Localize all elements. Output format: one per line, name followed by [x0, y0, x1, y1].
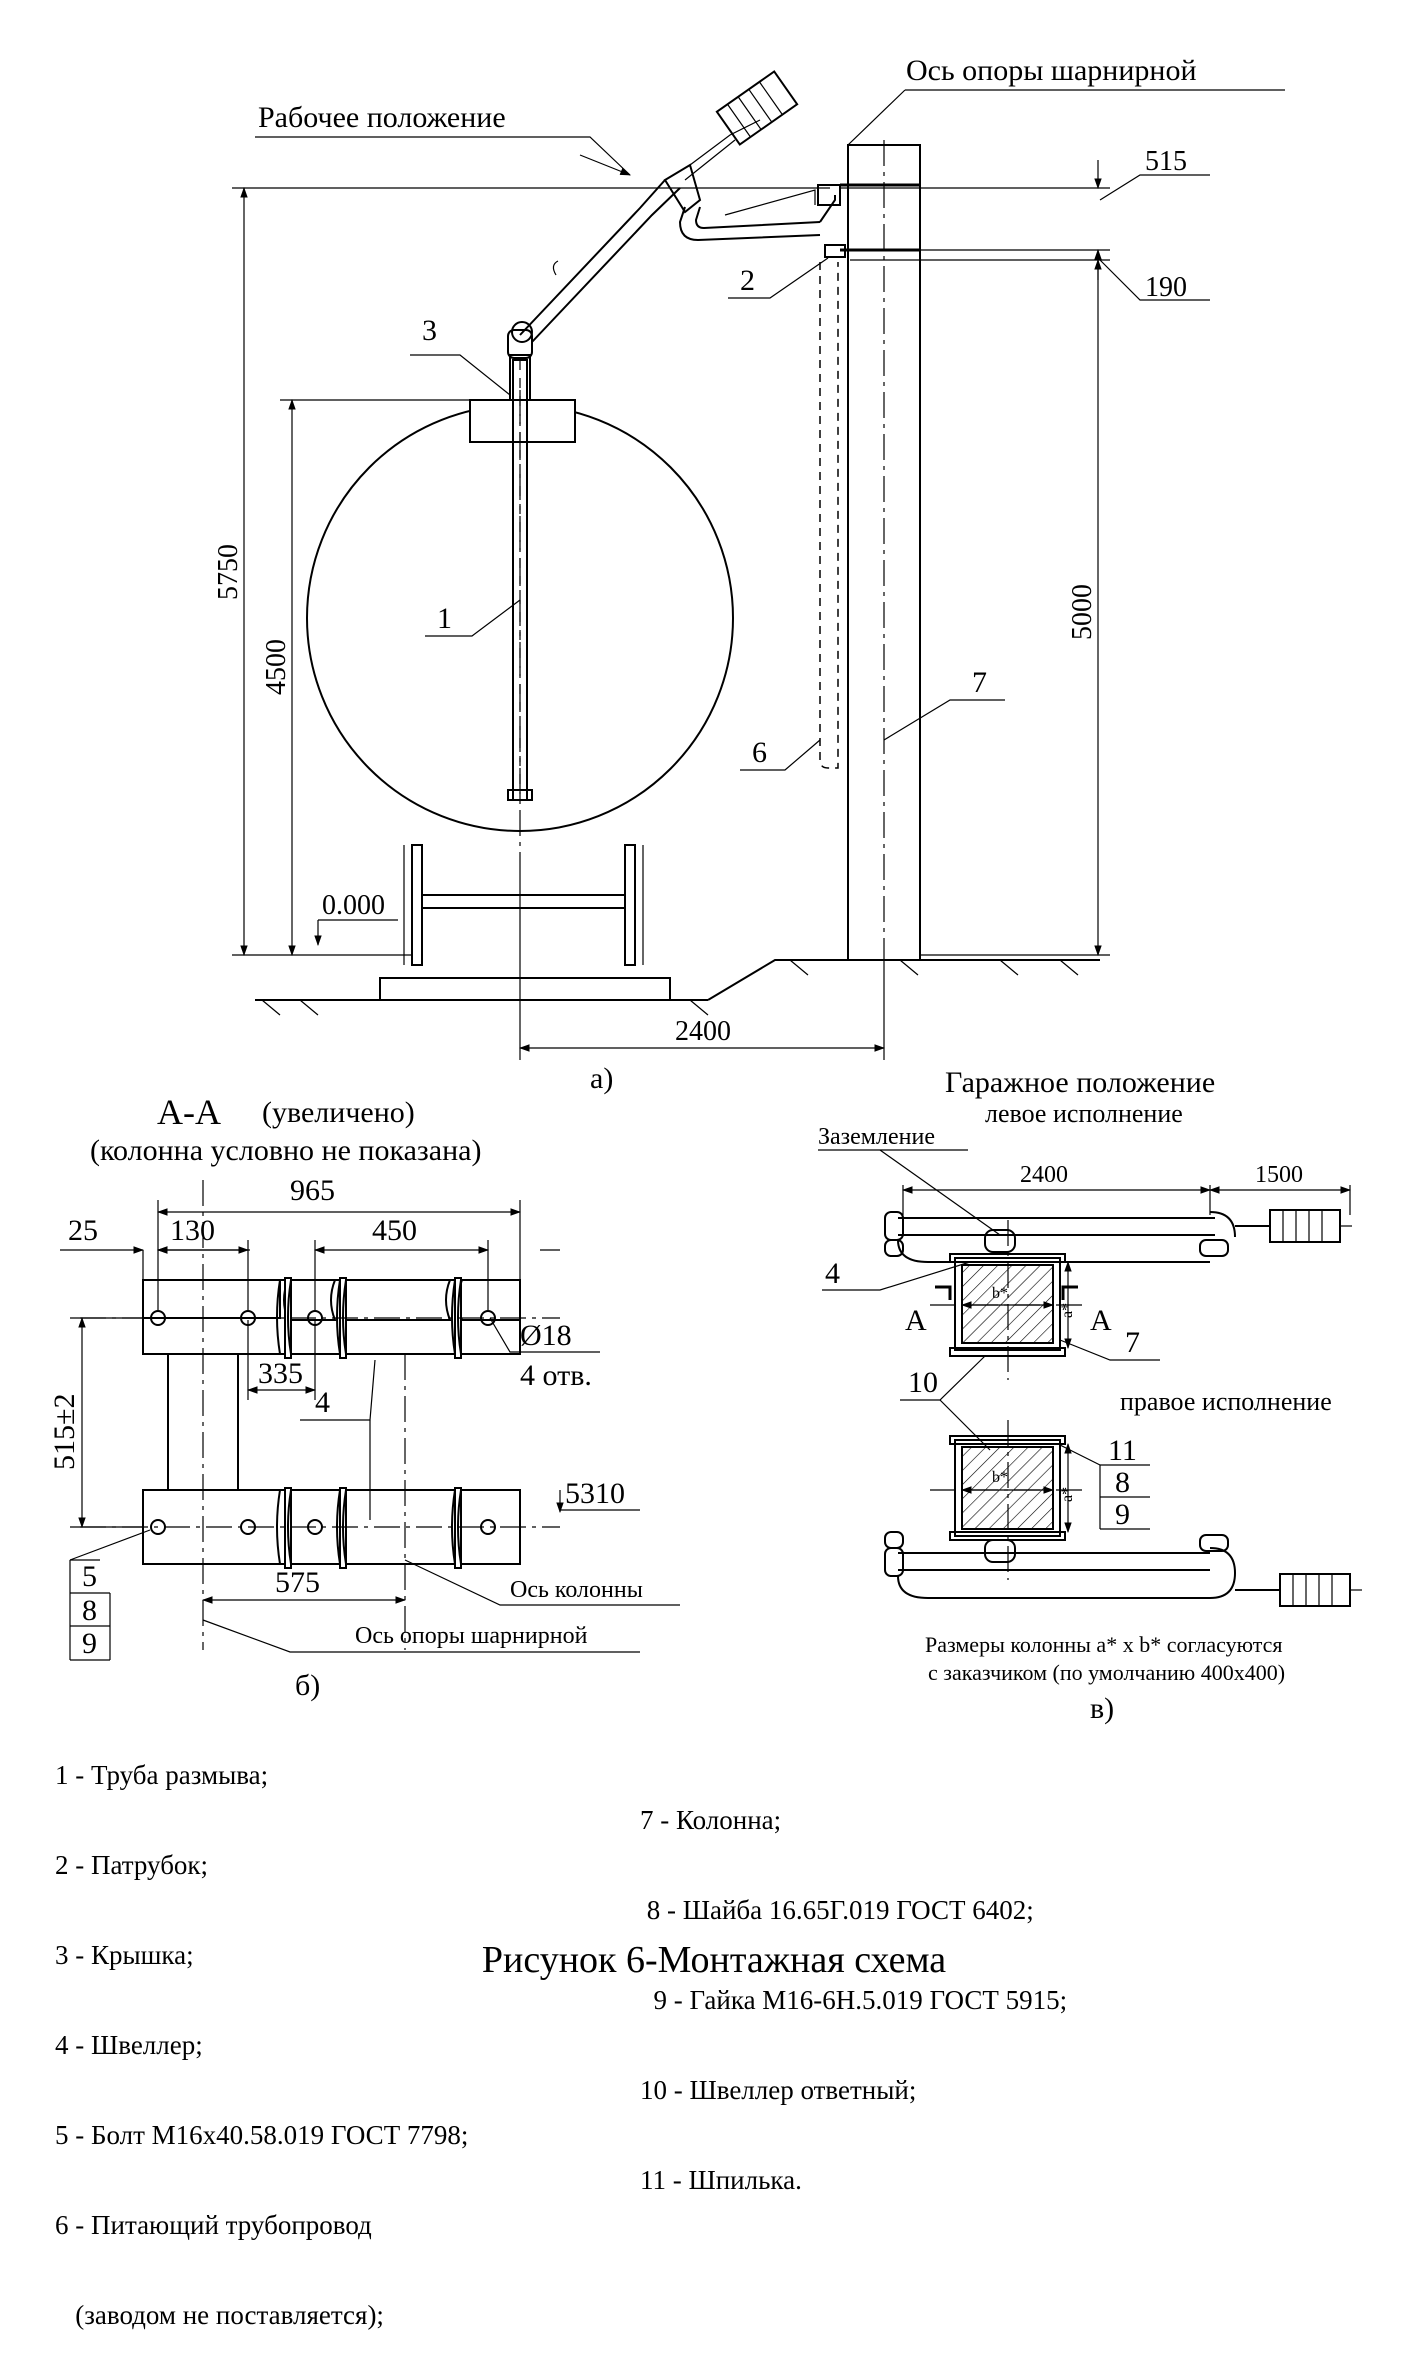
column-section-left: b* a* A A 4 7: [822, 1220, 1160, 1380]
leaders-a: Рабочее положение Ось опоры шарнирной 3 …: [255, 54, 1285, 771]
dim-5750-label: 5750: [213, 544, 244, 600]
view-a: 5750 4500 0.000 5000: [213, 54, 1285, 1095]
wash-pipe: [507, 329, 533, 801]
size-note-2: с заказчиком (по умолчанию 400х400): [928, 1660, 1285, 1685]
connector-plate: [167, 1180, 406, 1650]
item-4-v-label: 4: [825, 1257, 840, 1290]
legend-item-5: 5 - Болт М16х40.58.019 ГОСТ 7798;: [55, 2120, 469, 2150]
column-section-right: b* a* 11 8 9: [930, 1420, 1150, 1580]
item-7-label: 7: [972, 666, 987, 699]
dim-4500-label: 4500: [261, 639, 292, 695]
dim-25-label: 25: [68, 1214, 98, 1247]
dim-515-label: 515: [1145, 146, 1187, 177]
caption-v: в): [1090, 1692, 1114, 1725]
dim-5000-label: 5000: [1067, 584, 1098, 640]
left-variant-label: левое исполнение: [985, 1099, 1183, 1128]
item-8-b-label: 8: [82, 1594, 97, 1627]
item-8-v-label: 8: [1115, 1466, 1130, 1499]
item-5-b-label: 5: [82, 1560, 97, 1593]
legend-item-7: 7 - Колонна;: [640, 1805, 782, 1835]
garage-left-pipe: [884, 1209, 1352, 1263]
garage-right-pipe: [884, 1531, 1362, 1607]
section-b-title: А-А: [157, 1092, 221, 1132]
dim-2400-label: 2400: [675, 1016, 731, 1047]
garage-dim-2400-label: 2400: [1020, 1162, 1068, 1188]
dim-5310-label: 5310: [565, 1477, 625, 1510]
mounting-scheme-drawing: 5750 4500 0.000 5000: [48, 54, 1362, 1725]
legend-item-3: 3 - Крышка;: [55, 1940, 194, 1970]
caption-b: б): [295, 1669, 320, 1702]
section-b-title-suffix: (увеличено): [262, 1096, 415, 1129]
dim-515-b-label: 515±2: [48, 1394, 81, 1470]
supply-pipe: [819, 262, 839, 769]
holes-label: 4 отв.: [520, 1359, 592, 1392]
legend-item-8: 8 - Шайба 16.65Г.019 ГОСТ 6402;: [640, 1895, 1034, 1925]
garage-dims: 2400 1500: [901, 1162, 1352, 1215]
zero-level: 0.000: [314, 890, 398, 947]
pivot-branch: [678, 183, 920, 258]
callout-11-8-9: 11 8 9: [1059, 1434, 1150, 1531]
b-star-label-right: b*: [992, 1469, 1008, 1486]
channel-bottom: [80, 1487, 560, 1569]
legend-item-10: 10 - Швеллер ответный;: [640, 2075, 917, 2105]
legend-left: 1 - Труба размыва; 2 - Патрубок; 3 - Кры…: [55, 1700, 468, 2360]
callout-5-8-9: 5 8 9: [69, 1559, 111, 1661]
view-b: А-А (увеличено) (колонна условно не пока…: [48, 1092, 680, 1702]
dim-575-label: 575: [275, 1566, 320, 1599]
boom-arm: [511, 70, 799, 343]
dim-515-190: 515 190: [840, 146, 1210, 303]
item-1-label: 1: [437, 602, 452, 635]
dims-b: 965 25 130 450 335 Ø18 4 отв. 515±2: [48, 1174, 680, 1661]
garage-dim-1500-label: 1500: [1255, 1162, 1303, 1188]
dim-190-label: 190: [1145, 272, 1187, 303]
pivot-axis-label-top: Ось опоры шарнирной: [906, 54, 1197, 87]
item-9-b-label: 9: [82, 1627, 97, 1660]
legend-item-4: 4 - Швеллер;: [55, 2030, 203, 2060]
item-2-label: 2: [740, 264, 755, 297]
size-note-1: Размеры колонны a* x b* согласуются: [925, 1632, 1283, 1657]
dim-2400: 2400: [518, 870, 886, 1060]
legend-item-6-cont: (заводом не поставляется);: [55, 2300, 384, 2330]
garage-title: Гаражное положение: [945, 1066, 1215, 1099]
column-axis-label: Ось колонны: [510, 1577, 643, 1603]
dim-5000: 5000: [850, 258, 1110, 957]
item-11-label: 11: [1108, 1434, 1137, 1467]
item-4-b-label: 4: [315, 1386, 330, 1419]
grounding-label: Заземление: [818, 1124, 935, 1150]
item-3-label: 3: [422, 314, 437, 347]
pivot-axis-label-b: Ось опоры шарнирной: [355, 1623, 588, 1649]
section-A-right-label: A: [1090, 1304, 1112, 1337]
item-6-label: 6: [752, 736, 767, 769]
dim-965-label: 965: [290, 1174, 335, 1207]
dim-d18-label: Ø18: [520, 1319, 572, 1352]
b-star-label-left: b*: [992, 1285, 1008, 1302]
caption-a: а): [590, 1062, 613, 1095]
section-b-subtitle: (колонна условно не показана): [90, 1134, 481, 1167]
view-v: Гаражное положение левое исполнение Зазе…: [818, 1066, 1362, 1725]
working-position-label: Рабочее положение: [258, 101, 506, 134]
zero-level-label: 0.000: [322, 890, 385, 921]
ground-line: [255, 959, 1100, 1016]
column: [847, 140, 921, 961]
legend-item-1: 1 - Труба размыва;: [55, 1760, 269, 1790]
tank-stand: [379, 844, 671, 1001]
dim-335-label: 335: [258, 1357, 303, 1390]
legend-item-2: 2 - Патрубок;: [55, 1850, 209, 1880]
item-7-v-label: 7: [1125, 1326, 1140, 1359]
dim-4500: 4500: [261, 398, 470, 957]
legend-right: 7 - Колонна; 8 - Шайба 16.65Г.019 ГОСТ 6…: [640, 1745, 1067, 2225]
legend-item-6: 6 - Питающий трубопровод: [55, 2210, 372, 2240]
legend-item-11: 11 - Шпилька.: [640, 2165, 802, 2195]
figure-caption: Рисунок 6-Монтажная схема: [481, 1939, 947, 1981]
dim-130-label: 130: [170, 1214, 215, 1247]
legend-item-9: 9 - Гайка М16-6Н.5.019 ГОСТ 5915;: [640, 1985, 1068, 2015]
section-A-left-label: A: [905, 1304, 927, 1337]
item-9-v-label: 9: [1115, 1498, 1130, 1531]
dim-450-label: 450: [372, 1214, 417, 1247]
item-10-label: 10: [908, 1366, 938, 1399]
right-variant-label: правое исполнение: [1120, 1387, 1332, 1416]
dim-5750: 5750: [213, 186, 830, 957]
